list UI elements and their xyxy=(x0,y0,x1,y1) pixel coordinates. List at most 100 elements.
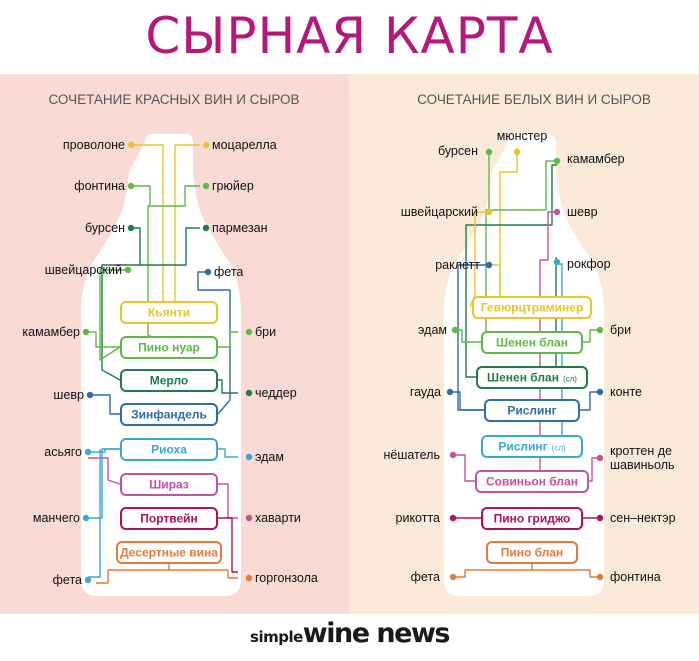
white-cheese-dot-2 xyxy=(553,157,561,165)
white-wine-0-frame xyxy=(472,296,592,319)
white-wine-2-frame xyxy=(476,366,588,389)
red-wine-6-frame xyxy=(120,507,218,530)
white-cheese-dot-14 xyxy=(596,514,604,522)
white-cheese-dot-16 xyxy=(596,573,604,581)
white-wine-1-label: Шенен блан xyxy=(496,336,568,350)
red-wine-7-text: Десертные вина xyxy=(120,546,218,560)
red-wine-1-text: Пино нуар xyxy=(138,341,200,355)
red-wine-5: Шираз xyxy=(120,473,218,496)
red-connector-10 xyxy=(218,379,238,394)
red-cheese-left-dot-6 xyxy=(84,448,92,456)
red-wine-2-label: Мерло xyxy=(150,374,189,388)
red-wine-5-frame xyxy=(120,473,218,496)
white-wine-3-label: Рислинг xyxy=(507,404,556,418)
red-cheese-left-0: проволоне xyxy=(63,138,125,152)
red-connector-14 xyxy=(218,448,238,458)
white-connector-13 xyxy=(579,391,600,411)
red-wine-6-text: Портвейн xyxy=(140,512,198,526)
white-wine-3: Рислинг xyxy=(484,399,580,422)
red-wine-4: Риоха xyxy=(120,438,218,461)
red-connector-15 xyxy=(88,448,120,519)
white-wine-7-text: Пино блан xyxy=(501,546,564,560)
red-connector-11 xyxy=(91,394,120,415)
white-cheese-dot-1 xyxy=(485,148,493,156)
red-cheese-left-dot-3 xyxy=(124,266,132,274)
brand-logo: simplewine news xyxy=(0,618,699,649)
red-wine-7-frame xyxy=(116,541,222,564)
red-cheese-left-dot-5 xyxy=(86,391,94,399)
red-wine-4-text: Риоха xyxy=(151,443,187,457)
red-connector-13 xyxy=(88,457,121,485)
white-cheese-15: фета xyxy=(411,570,440,584)
red-cheese-right-3: фета xyxy=(214,265,243,279)
white-cheese-12-line2: шавиньоль xyxy=(610,458,675,472)
red-cheese-right-2: пармезан xyxy=(212,221,268,235)
white-wine-2-note: (сл) xyxy=(563,375,577,384)
red-wine-3: Зинфандель xyxy=(120,403,218,426)
red-wine-4-frame xyxy=(120,438,218,461)
red-heading: СОЧЕТАНИЕ КРАСНЫХ ВИН И СЫРОВ xyxy=(48,92,299,107)
white-cheese-dot-0 xyxy=(513,148,521,156)
white-wine-5: Совиньон блан xyxy=(475,470,589,493)
red-wine-0: Кьянти xyxy=(120,301,218,324)
white-cheese-dot-8 xyxy=(596,326,604,334)
white-wine-5-text: Совиньон блан xyxy=(486,475,578,489)
red-cheese-right-dot-4 xyxy=(245,328,253,336)
white-wine-4-text: Рислинг xyxy=(498,440,547,454)
red-cheese-right-dot-6 xyxy=(245,453,253,461)
red-cheese-left-dot-0 xyxy=(127,141,135,149)
white-wine-6: Пино гриджо xyxy=(481,507,583,530)
red-cheese-right-0: моцарелла xyxy=(212,138,277,152)
red-cheese-left-dot-2 xyxy=(127,224,135,232)
red-wine-5-text: Шираз xyxy=(149,478,189,492)
red-cheese-left-8: фета xyxy=(53,573,82,587)
white-wine-2: Шенен блан(сл) xyxy=(476,366,588,389)
red-cheese-right-1: грюйер xyxy=(212,179,254,193)
white-wine-7-label: Пино блан xyxy=(501,546,564,560)
red-wine-1-label: Пино нуар xyxy=(138,341,200,355)
red-cheese-left-7: манчего xyxy=(33,511,80,525)
white-cheese-dot-11 xyxy=(449,451,457,459)
white-cheese-1: бурсен xyxy=(438,144,478,158)
red-wine-3-label: Зинфандель xyxy=(131,408,207,422)
red-cheese-right-dot-0 xyxy=(202,141,210,149)
white-wine-3-frame xyxy=(484,399,580,422)
white-wine-0-text: Гевюрцтраминер xyxy=(481,301,584,315)
white-cheese-6: рокфор xyxy=(567,257,611,271)
white-connector-15 xyxy=(588,457,600,482)
white-cheese-9: гауда xyxy=(410,385,441,399)
white-cheese-dot-15 xyxy=(449,573,457,581)
red-cheese-left-dot-1 xyxy=(127,182,135,190)
white-cheese-4: шевр xyxy=(567,205,598,219)
red-wine-2: Мерло xyxy=(120,369,218,392)
red-cheese-left-dot-4 xyxy=(82,328,90,336)
white-cheese-dot-7 xyxy=(451,326,459,334)
white-connector-3 xyxy=(465,164,557,378)
red-wine-2-text: Мерло xyxy=(150,374,189,388)
red-cheese-right-dot-3 xyxy=(204,268,212,276)
white-cheese-14: сен–нектэр xyxy=(610,511,676,525)
white-connector-10 xyxy=(455,329,482,343)
red-cheese-right-5: чеддер xyxy=(255,386,297,400)
red-cheese-right-6: эдам xyxy=(255,450,284,464)
red-cheese-right-dot-7 xyxy=(245,514,253,522)
red-connector-19 xyxy=(169,569,238,579)
white-cheese-8: бри xyxy=(610,323,631,337)
red-connector-5 xyxy=(140,227,200,266)
red-wine-3-frame xyxy=(120,403,218,426)
white-cheese-dot-10 xyxy=(596,388,604,396)
red-cheese-left-1: фонтина xyxy=(74,179,125,193)
red-connector-6 xyxy=(99,269,126,361)
white-connector-6 xyxy=(489,264,501,307)
red-cheese-left-dot-8 xyxy=(84,576,92,584)
white-connector-18 xyxy=(453,562,533,578)
white-wine-2-label: Шенен блан(сл) xyxy=(487,371,577,385)
white-connector-19 xyxy=(532,569,600,578)
red-cheese-right-dot-5 xyxy=(245,389,253,397)
white-cheese-dot-4 xyxy=(553,208,561,216)
red-wine-6: Портвейн xyxy=(120,507,218,530)
red-connector-9 xyxy=(218,331,238,348)
red-connector-20 xyxy=(218,517,238,573)
white-connector-14 xyxy=(453,454,476,482)
